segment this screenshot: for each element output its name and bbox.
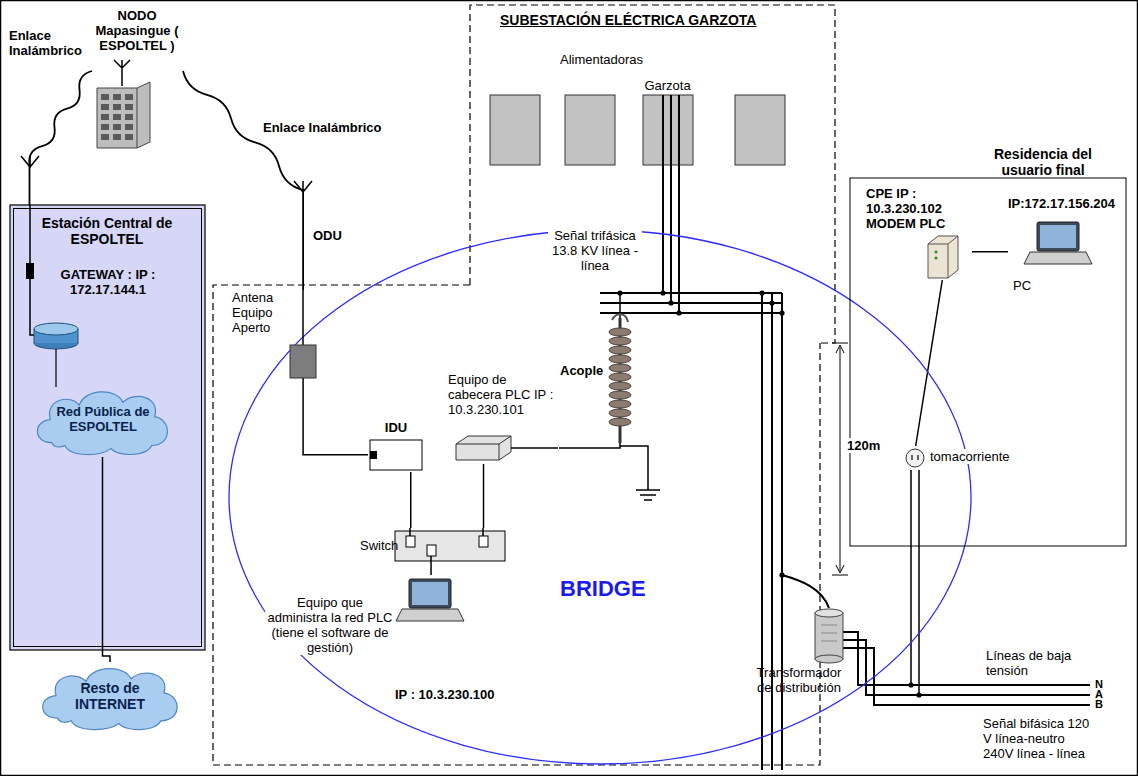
antenna-symbols bbox=[21, 156, 312, 192]
node-text: SUBESTACIÓN ELÉCTRICA GARZOTA bbox=[500, 12, 756, 28]
cable-link bbox=[430, 564, 432, 575]
node-text: IDU bbox=[368, 420, 424, 435]
network-node: Acople bbox=[560, 318, 640, 443]
cable-link bbox=[410, 472, 412, 528]
network-node: Estación Central de ESPOLTEL GATEWAY : IP… bbox=[10, 205, 205, 650]
node-text: Antena Equipo Aperto bbox=[232, 290, 290, 335]
central-station-box bbox=[10, 205, 205, 650]
node-text: Estación Central de ESPOLTEL bbox=[37, 215, 177, 247]
node-shape bbox=[560, 318, 640, 443]
network-node: Red Pública de ESPOLTEL bbox=[30, 385, 175, 457]
diagram-label: Señal bifásica 120 V línea-neutro 240V l… bbox=[982, 716, 1096, 761]
cable-link bbox=[972, 251, 1008, 253]
node-text: Red Pública de ESPOLTEL bbox=[48, 404, 158, 434]
node-text: BRIDGE bbox=[560, 577, 646, 601]
node-text: NODO Mapasingue ( ESPOLTEL ) bbox=[92, 8, 182, 53]
cable-link bbox=[103, 457, 111, 662]
wireless-link bbox=[183, 71, 303, 290]
network-node: Residencia del usuario finalCPE IP : 10.… bbox=[848, 146, 1128, 548]
network-node: tomacorriente bbox=[905, 446, 1011, 470]
node-text: Switch bbox=[360, 538, 398, 553]
cable-link bbox=[303, 378, 368, 455]
node-text: CPE IP : 10.3.230.102 MODEM PLC bbox=[866, 186, 971, 231]
node-text: PC bbox=[1013, 278, 1031, 293]
diagram-label: Señal trifásica 13.8 KV línea - línea bbox=[548, 228, 642, 273]
network-node: Garzota bbox=[640, 78, 696, 166]
node-text: tomacorriente bbox=[929, 449, 1010, 464]
network-node: Resto de INTERNET bbox=[35, 662, 185, 732]
network-node: Switch bbox=[360, 528, 508, 564]
diagram-label: ODU bbox=[312, 228, 343, 243]
network-node: IP:172.17.156.204PC bbox=[1008, 196, 1123, 308]
link-label: Enlace Inalámbrico bbox=[8, 28, 85, 58]
network-node: NODO Mapasingue ( ESPOLTEL ) bbox=[92, 8, 183, 148]
network-node: SUBESTACIÓN ELÉCTRICA GARZOTA Alimentador… bbox=[472, 6, 834, 86]
junction-dots bbox=[617, 290, 921, 697]
link-label: Enlace Inalámbrico bbox=[262, 120, 383, 135]
diagram-label: 120m bbox=[846, 438, 881, 453]
feeder-boxes bbox=[490, 95, 785, 165]
network-node: Equipo de cabecera PLC IP : 10.3.230.101 bbox=[448, 372, 559, 464]
cable-link bbox=[559, 443, 620, 448]
diagram-label: Líneas de baja tensión bbox=[985, 648, 1087, 678]
network-node: Equipo que administra la red PLC (tiene … bbox=[262, 575, 507, 705]
network-node: Antena Equipo Aperto bbox=[232, 290, 322, 378]
node-text: Resto de INTERNET bbox=[60, 680, 160, 712]
node-text: Residencia del usuario final bbox=[968, 146, 1118, 178]
dashed-regions bbox=[213, 5, 835, 765]
node-text: Equipo de cabecera PLC IP : 10.3.230.101 bbox=[448, 372, 558, 417]
node-text: Transformador de distribución bbox=[751, 665, 847, 695]
network-node: IDU bbox=[368, 420, 425, 472]
node-text: Garzota bbox=[640, 78, 695, 93]
node-text: Acople bbox=[560, 363, 603, 378]
node-text: GATEWAY : IP : 172.17.144.1 bbox=[52, 267, 164, 297]
distance-arrow bbox=[832, 343, 848, 575]
cable-link bbox=[483, 464, 485, 528]
node-text: IP : 10.3.230.100 bbox=[395, 687, 495, 702]
wireless-link bbox=[29, 71, 92, 205]
diagram-label: B bbox=[1094, 699, 1104, 710]
node-shape bbox=[228, 229, 972, 765]
network-node: Transformador de distribución bbox=[751, 605, 848, 700]
node-text: Alimentadoras bbox=[560, 52, 643, 67]
cable-link bbox=[916, 280, 943, 446]
network-node: CPE IP : 10.3.230.102 MODEM PLC bbox=[866, 186, 972, 280]
node-text: IP:172.17.156.204 bbox=[1008, 196, 1115, 211]
network-node: BRIDGE IDU Equipo de cabecera PLC IP : 10.… bbox=[228, 229, 972, 765]
node-text: Equipo que administra la red PLC (tiene … bbox=[265, 595, 395, 655]
